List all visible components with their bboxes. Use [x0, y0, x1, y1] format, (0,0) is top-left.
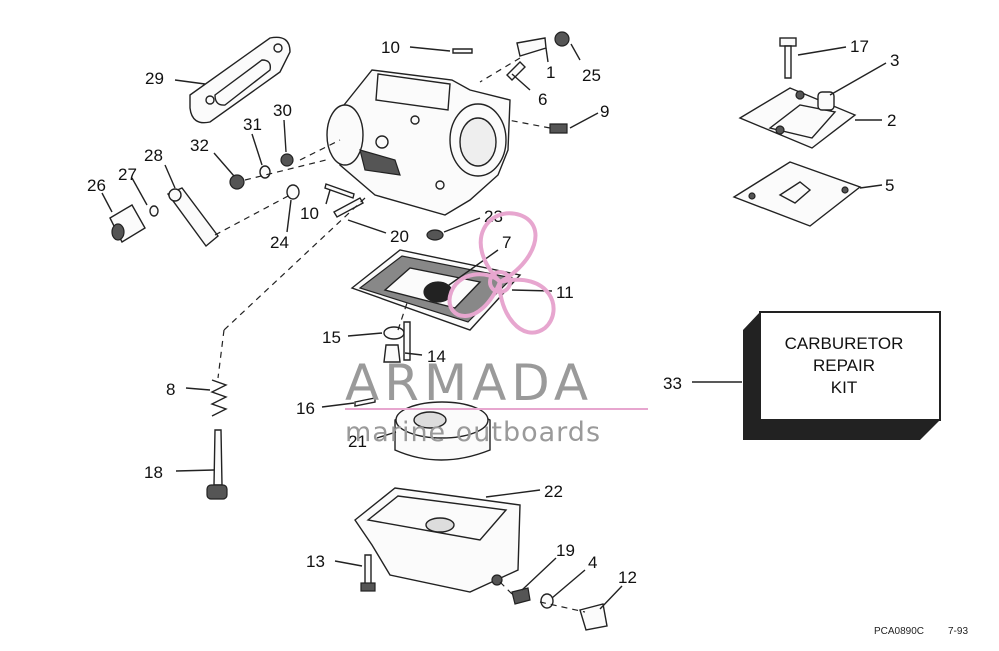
callout-11: 11: [556, 283, 574, 302]
part-26-roller: [109, 204, 146, 243]
watermark-tagline: marine outboards: [345, 417, 601, 448]
callout-5: 5: [885, 176, 894, 195]
part-13-screw: [360, 554, 376, 592]
repair-kit-box: [743, 311, 941, 440]
callout-10-left: 10: [300, 204, 319, 223]
part-9-plug: [549, 123, 568, 134]
callout-30: 30: [273, 101, 292, 120]
part-18-needle-screw: [206, 429, 228, 500]
part-4-washer: [540, 593, 554, 609]
callout-32: 32: [190, 136, 209, 155]
repair-kit-label: CARBURETOR REPAIR KIT: [785, 334, 904, 397]
watermark-brand: ARMADA: [345, 354, 593, 412]
part-27-washer: [149, 205, 159, 217]
callout-4: 4: [588, 553, 597, 572]
part-15-washer: [383, 326, 405, 340]
watermark: ARMADA marine outboards: [345, 211, 648, 448]
callout-12: 12: [618, 568, 637, 587]
figure-code: PCA0890C: [874, 626, 924, 637]
part-10-pin-top: [452, 48, 473, 54]
part-8-spring: [210, 379, 228, 417]
part-5-diaphragm: [732, 161, 862, 227]
callout-19: 19: [556, 541, 575, 560]
leader-lines: [101, 43, 887, 613]
callout-16: 16: [296, 399, 315, 418]
callout-10-top: 10: [381, 38, 400, 57]
callout-26: 26: [87, 176, 106, 195]
callout-7: 7: [502, 233, 511, 252]
callout-28: 28: [144, 146, 163, 165]
part-16-pin: [354, 397, 376, 407]
callout-6: 6: [538, 90, 547, 109]
callout-14: 14: [427, 347, 446, 366]
part-10-pin-left: [324, 183, 355, 199]
callout-27: 27: [118, 165, 137, 184]
callout-9: 9: [600, 102, 609, 121]
part-25-screw: [554, 31, 570, 47]
part-1-bracket: [516, 37, 547, 57]
part-14-needle: [383, 321, 411, 363]
repair-kit-line-3: KIT: [831, 378, 857, 397]
part-24-washer: [286, 184, 300, 200]
callout-31: 31: [243, 115, 262, 134]
callout-33: 33: [663, 374, 682, 393]
callout-labels: 10 1 25 6 9 17 3 2 5 29 31 30 32 28 27 2…: [87, 37, 899, 587]
part-3-fitting: [817, 91, 835, 111]
callout-2: 2: [887, 111, 896, 130]
part-carburetor-body: [326, 69, 511, 216]
callout-20: 20: [390, 227, 409, 246]
callout-21: 21: [348, 432, 367, 451]
part-30-nut: [280, 153, 294, 167]
callout-22: 22: [544, 482, 563, 501]
callout-18: 18: [144, 463, 163, 482]
part-32-screw: [229, 174, 245, 190]
callout-1: 1: [546, 63, 555, 82]
callout-24: 24: [270, 233, 289, 252]
callout-8: 8: [166, 380, 175, 399]
repair-kit-line-1: CARBURETOR: [785, 334, 904, 353]
part-17-screw: [779, 37, 797, 79]
callout-15: 15: [322, 328, 341, 347]
part-20-screw: [333, 197, 364, 218]
part-23-plug: [426, 229, 444, 241]
part-22-float-bowl: [354, 487, 521, 593]
figure-date: 7-93: [948, 626, 968, 637]
callout-17: 17: [850, 37, 869, 56]
part-21-float: [394, 401, 491, 461]
callout-29: 29: [145, 69, 164, 88]
part-6-pin: [506, 61, 526, 81]
part-28-lever: [166, 187, 219, 248]
part-2-pump-cover: [738, 87, 857, 149]
part-12-screw: [579, 603, 608, 631]
callout-13: 13: [306, 552, 325, 571]
callout-25: 25: [582, 66, 601, 85]
watermark-logo: [447, 211, 556, 335]
repair-kit-line-2: REPAIR: [813, 356, 875, 375]
callout-3: 3: [890, 51, 899, 70]
part-19-screw: [511, 587, 531, 605]
part-29-gasket: [189, 36, 291, 124]
